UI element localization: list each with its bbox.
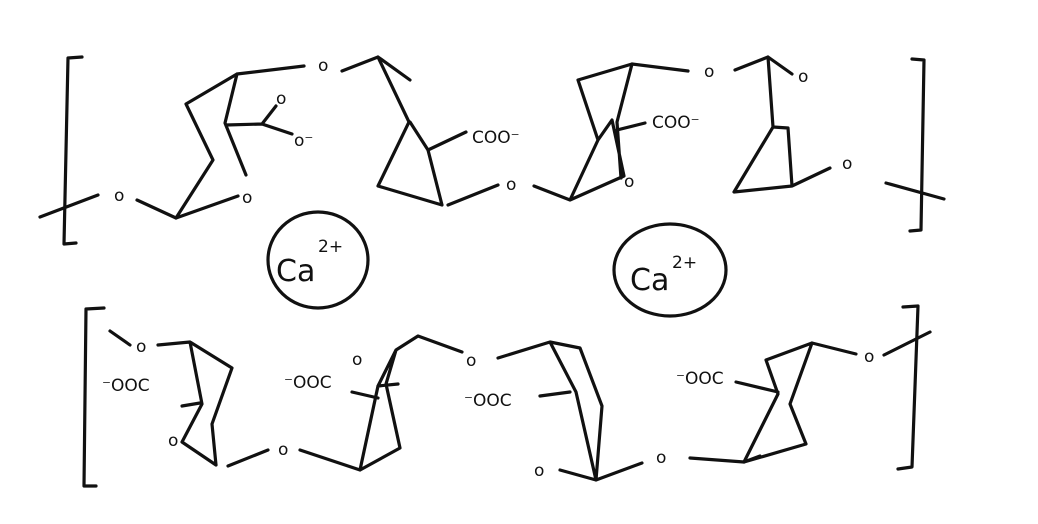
- bottom-polymer-chain: [82, 304, 932, 488]
- bottom-carboxylate-4: ⁻OOC: [676, 369, 724, 389]
- top-ring-2: [340, 55, 444, 207]
- bottom-right-continuation: [882, 330, 932, 357]
- bottom-ring-4: [742, 341, 858, 464]
- bottom-carboxylate-1: ⁻OOC: [102, 376, 150, 396]
- bottom-ring-1-link: [226, 448, 270, 468]
- bottom-ring-2-carboxyl: [350, 390, 380, 400]
- top-carboxylate-2: COO⁻: [652, 113, 700, 133]
- top-oxygen-3: o: [318, 56, 328, 76]
- bottom-left-bracket: [82, 306, 106, 488]
- top-ring-1-link: [135, 198, 178, 220]
- top-right-continuation: [884, 181, 946, 201]
- top-oxygen-labels: o o o o o o o o: [114, 56, 852, 208]
- bottom-ring-2: [298, 334, 464, 472]
- bottom-carboxylate-labels: ⁻OOC ⁻OOC ⁻OOC ⁻OOC: [102, 369, 724, 411]
- bottom-oxygen-8: o: [864, 347, 874, 367]
- calcium-ion-2: Ca 2+: [612, 222, 728, 318]
- top-ring-3: [532, 62, 690, 202]
- top-carboxylate-1: COO⁻: [472, 128, 520, 148]
- bottom-oxygen-5: o: [466, 351, 476, 371]
- top-ring-1-carboxyl: [224, 104, 294, 136]
- top-oxygen-6: o: [704, 62, 714, 82]
- calcium-ion-2-symbol: Ca: [630, 263, 669, 298]
- top-oxygen-2: o: [242, 188, 252, 208]
- top-ring-3-carboxyl: [615, 121, 647, 132]
- top-right-bracket: [908, 57, 926, 233]
- bottom-ring-3: [496, 340, 644, 482]
- bottom-carboxylate-3: ⁻OOC: [464, 391, 512, 411]
- bottom-right-bracket: [896, 304, 920, 471]
- top-oxygen-1: o: [114, 186, 124, 206]
- calcium-ion-2-circle: [612, 222, 728, 318]
- bottom-oxygen-1: o: [136, 337, 146, 357]
- calcium-ion-1-symbol: Ca: [276, 254, 315, 289]
- bottom-oxygen-7: o: [656, 448, 666, 468]
- bottom-carboxylate-2: ⁻OOC: [284, 373, 332, 393]
- bottom-ring-4-carboxyl: [734, 380, 780, 394]
- calcium-ion-1: Ca 2+: [266, 210, 370, 310]
- top-oxygen-5: o: [624, 172, 634, 192]
- bottom-oxygen-2: o: [168, 431, 178, 451]
- top-oxygen-8: o: [842, 154, 852, 174]
- bottom-oxygen-3: o: [278, 440, 288, 460]
- top-ring-2-carboxyl: [426, 130, 468, 152]
- bottom-oxygen-6: o: [534, 461, 544, 481]
- top-carboxyl-o: o: [276, 89, 286, 109]
- bottom-ring-3-carboxyl: [538, 390, 572, 398]
- top-carboxylate-labels: o o⁻ COO⁻ COO⁻: [276, 89, 700, 151]
- top-carboxyl-o-minus: o⁻: [294, 131, 313, 151]
- bottom-ring-1: [108, 329, 234, 467]
- bottom-oxygen-labels: o o o o o o o o: [136, 337, 874, 481]
- top-polymer-chain: [38, 55, 946, 246]
- bottom-oxygen-4: o: [352, 350, 362, 370]
- top-oxygen-7: o: [798, 67, 808, 87]
- top-ring-1: [174, 64, 306, 220]
- calcium-ion-1-charge: 2+: [318, 237, 343, 257]
- top-ring-2-link: [446, 183, 500, 207]
- top-oxygen-4: o: [506, 175, 516, 195]
- calcium-ion-1-circle: [266, 210, 370, 310]
- calcium-ion-2-charge: 2+: [672, 253, 697, 273]
- bottom-ring-3-link: [688, 456, 746, 464]
- top-left-continuation: [38, 193, 100, 219]
- top-ring-4: [732, 55, 832, 194]
- top-left-bracket: [62, 55, 84, 246]
